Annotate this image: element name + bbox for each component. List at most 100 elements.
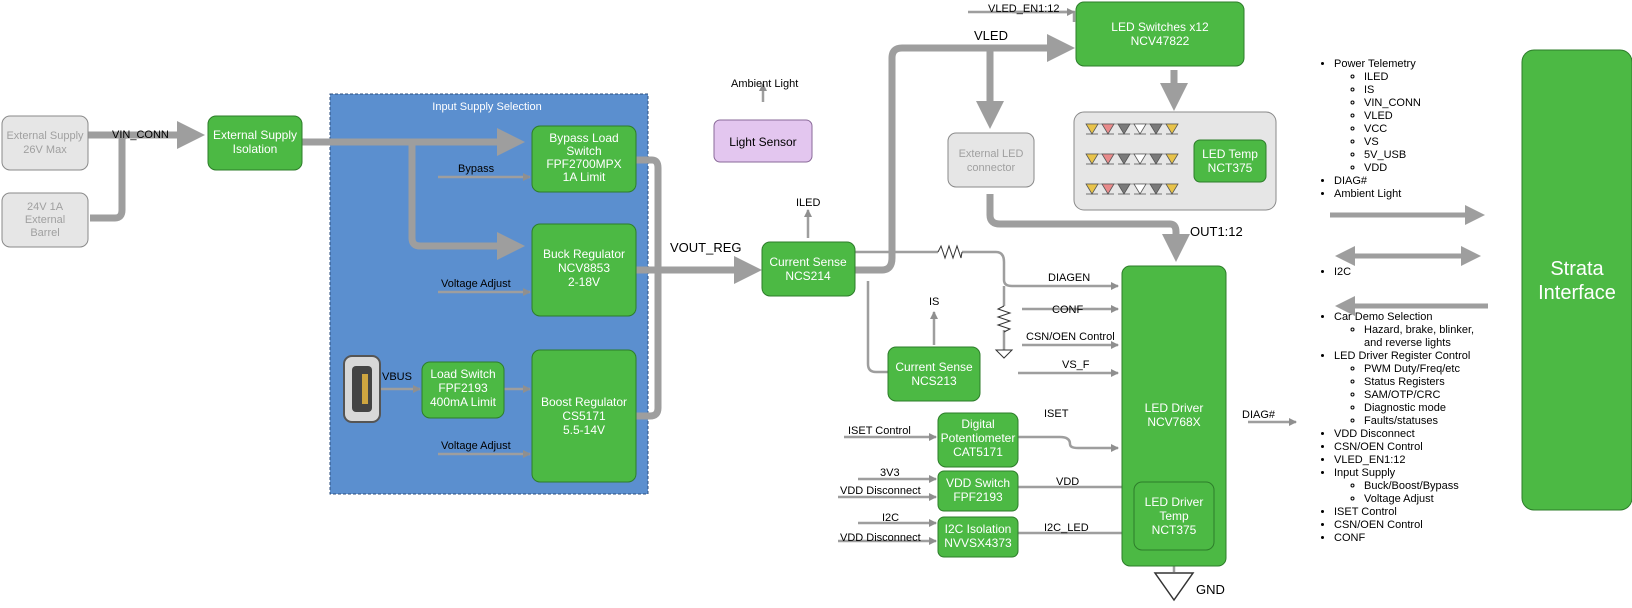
bypass-line4: 1A Limit — [563, 170, 606, 184]
led-icon — [1117, 183, 1131, 195]
list-item: Buck/Boost/Bypass — [1364, 480, 1528, 493]
list-item: VIN_CONN — [1364, 97, 1528, 110]
i2c-isolation-box — [937, 516, 1019, 558]
resistor-iled — [937, 244, 963, 260]
i2c-led-label: I2C_LED — [1044, 522, 1089, 534]
list-item: Ambient Light — [1334, 188, 1528, 201]
svg-text:External LED: External LED — [959, 148, 1024, 160]
list-item: Car Demo Selection Hazard, brake, blinke… — [1334, 311, 1528, 350]
buck-line3: 2-18V — [568, 275, 600, 289]
digipot-box — [937, 412, 1019, 468]
isolation-box — [207, 115, 303, 171]
list-item: ILED — [1364, 71, 1528, 84]
boost-box — [531, 349, 637, 483]
led-icon — [1101, 183, 1115, 195]
led-icon — [1117, 153, 1131, 165]
led-icon — [1133, 153, 1147, 165]
load-switch-line1: Load Switch — [430, 367, 495, 381]
buck-box — [531, 223, 637, 317]
vled-en-label: VLED_EN1:12 — [988, 3, 1060, 15]
cs213-line1: Current Sense — [895, 360, 973, 374]
svg-text:24V 1A: 24V 1A — [27, 201, 64, 213]
list-item: Power Telemetry ILED IS VIN_CONN VLED VC… — [1334, 58, 1528, 175]
cs214-line2: NCS214 — [785, 269, 831, 283]
list-item: Input Supply Buck/Boost/Bypass Voltage A… — [1334, 467, 1528, 506]
vs-f-label: VS_F — [1062, 359, 1090, 371]
vout-reg-label: VOUT_REG — [670, 240, 742, 255]
list-item: Faults/statuses — [1364, 415, 1528, 428]
list-item: VDD — [1364, 162, 1528, 175]
list-item: CONF — [1334, 532, 1528, 545]
bypass-line1: Bypass Load — [549, 131, 618, 145]
led-driver-line1: LED Driver — [1145, 401, 1204, 415]
i2c-label: I2C — [882, 512, 899, 524]
light-sensor-box — [713, 119, 813, 163]
boost-line1: Boost Regulator — [541, 395, 627, 409]
led-temp-line2: NCT375 — [1208, 161, 1253, 175]
led-icon — [1085, 153, 1099, 165]
list-item: Hazard, brake, blinker, and reverse ligh… — [1364, 324, 1494, 350]
list-item: ISET Control — [1334, 506, 1528, 519]
iset-label: ISET — [1044, 408, 1069, 420]
list-item: VDD Disconnect — [1334, 428, 1528, 441]
led-icon — [1165, 123, 1179, 135]
list-item: VCC — [1364, 123, 1528, 136]
buck-line1: Buck Regulator — [543, 247, 625, 261]
diagen-label: DIAGEN — [1048, 272, 1090, 284]
list-item: 5V_USB — [1364, 149, 1528, 162]
led-driver-temp-line3: NCT375 — [1152, 523, 1197, 537]
led-temp-line1: LED Temp — [1202, 147, 1258, 161]
current-sense-214-box — [761, 241, 856, 297]
led-icon — [1117, 123, 1131, 135]
led-driver-temp-line2: Temp — [1159, 509, 1189, 523]
cs214-line1: Current Sense — [769, 255, 847, 269]
isolation-line2: Isolation — [233, 142, 278, 156]
svg-text:External Supply: External Supply — [6, 130, 84, 142]
cs213-line2: NCS213 — [911, 374, 957, 388]
svg-text:External: External — [25, 214, 65, 226]
diag-label: DIAG# — [1242, 409, 1276, 421]
digipot-line2: Potentiometer — [941, 431, 1016, 445]
svg-text:Barrel: Barrel — [30, 227, 59, 239]
list-item: VS — [1364, 136, 1528, 149]
led-icon — [1085, 123, 1099, 135]
conf-label: CONF — [1052, 304, 1083, 316]
iled-label: ILED — [796, 197, 821, 209]
load-switch-line3: 400mA Limit — [430, 395, 497, 409]
usb-connector-icon — [343, 355, 381, 423]
external-supply-box: External Supply 26V Max — [1, 115, 89, 171]
list-item: DIAG# — [1334, 175, 1528, 188]
csn-oen-label: CSN/OEN Control — [1026, 331, 1115, 343]
resistor-diag — [996, 305, 1012, 333]
led-driver-line2: NCV768X — [1147, 415, 1200, 429]
led-icon — [1165, 183, 1179, 195]
iset-control-label: ISET Control — [848, 425, 911, 437]
vbus-label: VBUS — [382, 371, 412, 383]
barrel-box: 24V 1A External Barrel — [1, 192, 89, 248]
led-icon — [1149, 153, 1163, 165]
led-array — [1085, 123, 1179, 195]
i2c-iso-line1: I2C Isolation — [945, 522, 1012, 536]
i2c-iso-line2: NVVSX4373 — [944, 536, 1012, 550]
light-sensor-label: Light Sensor — [729, 135, 796, 149]
led-switches-box — [1075, 1, 1245, 67]
panel-title: Input Supply Selection — [432, 101, 541, 113]
list-item: LED Driver Register Control PWM Duty/Fre… — [1334, 350, 1528, 428]
led-temp-box — [1193, 139, 1267, 183]
vdd-switch-box — [937, 470, 1019, 512]
strata-interface-box — [1521, 49, 1632, 511]
vdd-disconnect-label-1: VDD Disconnect — [840, 485, 921, 497]
vdd-disconnect-label-2: VDD Disconnect — [840, 532, 921, 544]
list-item: Diagnostic mode — [1364, 402, 1528, 415]
bypass-label: Bypass — [458, 163, 495, 175]
list-item: CSN/OEN Control — [1334, 441, 1528, 454]
led-switches-line2: NCV47822 — [1131, 34, 1190, 48]
voltage-adjust-label-1: Voltage Adjust — [441, 278, 511, 290]
voltage-adjust-label-2: Voltage Adjust — [441, 440, 511, 452]
buck-line2: NCV8853 — [558, 261, 610, 275]
list-item: PWM Duty/Freq/etc — [1364, 363, 1528, 376]
isolation-line1: External Supply — [213, 128, 297, 142]
strata-line1: Strata — [1550, 258, 1604, 280]
led-icon — [1165, 153, 1179, 165]
